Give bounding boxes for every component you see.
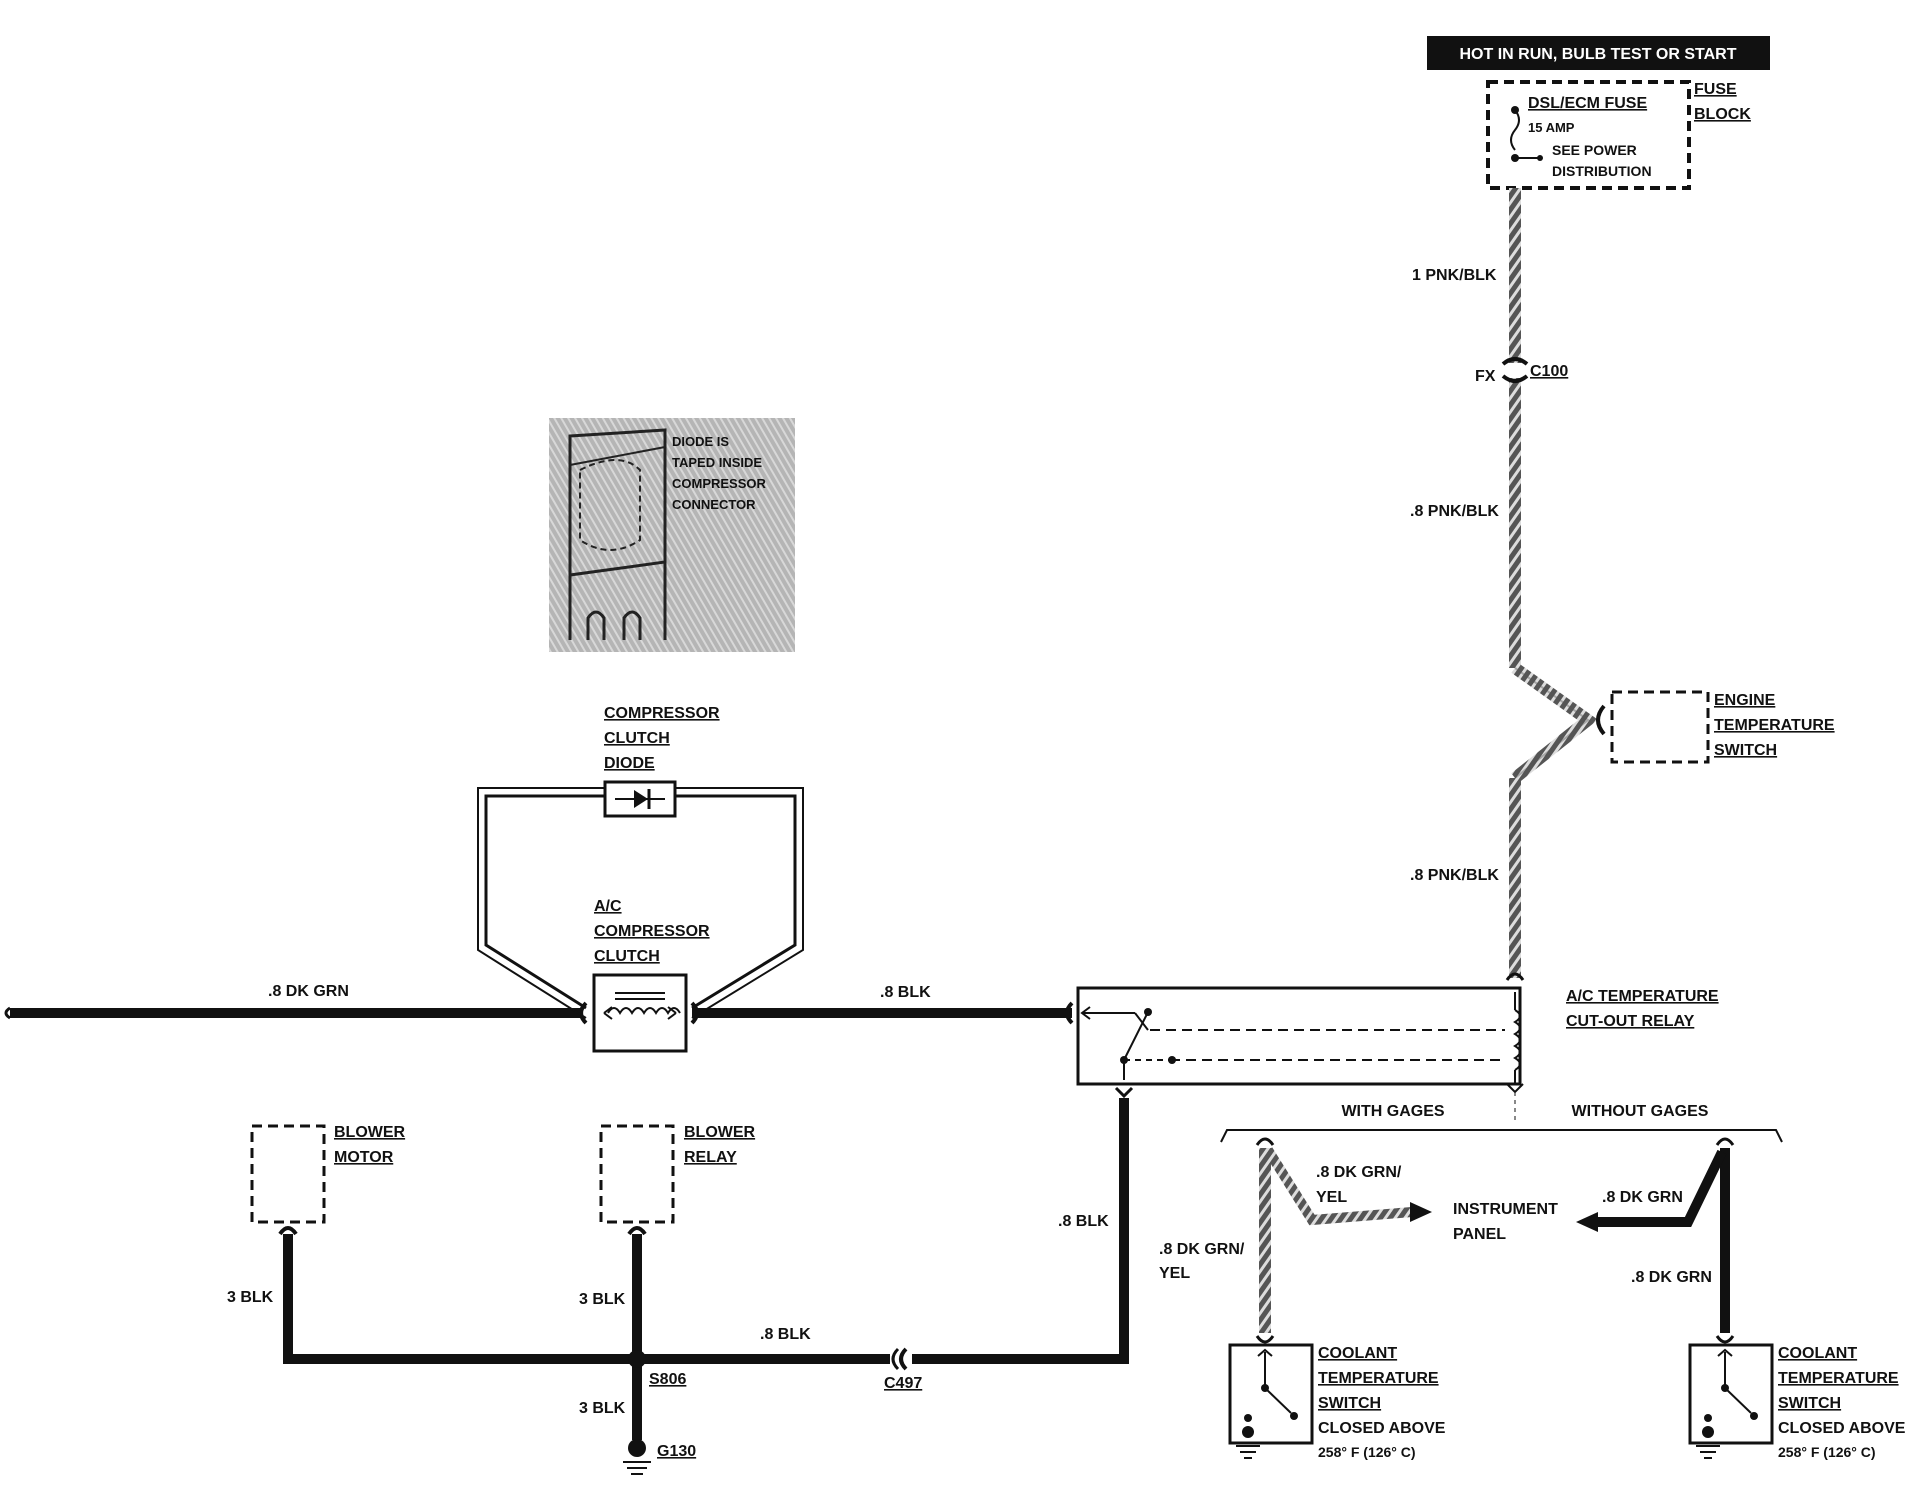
blower-motor-label-2: MOTOR [334,1149,394,1166]
wire-label-blk-c497: .8 BLK [760,1326,811,1343]
wire-label-pnk-blk-upper: .8 PNK/BLK [1410,503,1499,520]
wire-label-blk-ground: 3 BLK [579,1400,626,1417]
splice-s806-label: S806 [649,1371,686,1388]
coolant-right-label-4: CLOSED ABOVE [1778,1420,1906,1437]
compressor-clutch-diode: COMPRESSOR CLUTCH DIODE [477,705,804,1019]
coolant-temp-switch-left: COOLANT TEMPERATURE SWITCH CLOSED ABOVE … [1228,1343,1446,1460]
ac-temperature-cutout-relay: A/C TEMPERATURE CUT-OUT RELAY [1076,972,1719,1094]
fuse-block: DSL/ECM FUSE 15 AMP SEE POWER DISTRIBUTI… [1486,80,1751,190]
coolant-switch-left-contact-icon [1264,1387,1292,1414]
dk-grn-main-wire [4,1006,580,1020]
fuse-element-icon [1510,109,1520,151]
power-source-banner: HOT IN RUN, BULB TEST OR START [1427,36,1770,70]
coolant-right-label-3: SWITCH [1778,1395,1841,1412]
relay-label-2: CUT-OUT RELAY [1566,1013,1695,1030]
coolant-temp-switch-right: COOLANT TEMPERATURE SWITCH CLOSED ABOVE … [1688,1343,1906,1460]
relay-label-1: A/C TEMPERATURE [1566,988,1719,1005]
coolant-switch-right-contact-icon [1724,1387,1752,1414]
relay-switch-arm-icon [1123,1011,1149,1061]
wire-label-pnk-blk-lower: .8 PNK/BLK [1410,867,1499,884]
diode-symbol-icon [634,790,648,808]
connector-c100-label: C100 [1530,363,1568,380]
engine-temperature-switch: ENGINE TEMPERATURE SWITCH [1596,690,1835,764]
dk-grn-wire [1576,1137,1735,1344]
inset-note-3: COMPRESSOR [672,476,767,491]
diode-label-1: COMPRESSOR [604,705,720,722]
coolant-left-label-2: TEMPERATURE [1318,1370,1439,1387]
clutch-label-2: COMPRESSOR [594,923,710,940]
gages-branch-bracket: WITH GAGES WITHOUT GAGES [1220,1092,1783,1143]
coolant-left-label-5: 258° F (126° C) [1318,1444,1416,1460]
ground-g130-icon [623,1461,651,1475]
blower-relay: BLOWER RELAY [599,1124,756,1236]
clutch-label-3: CLUTCH [594,948,660,965]
wire-label-blk-motor: 3 BLK [227,1289,274,1306]
wire-label-dk-grn-panel: .8 DK GRN [1602,1189,1683,1206]
instrument-panel-label-2: PANEL [1453,1226,1506,1243]
relay-coil-icon [1513,1009,1521,1071]
connector-c497-label: C497 [884,1375,922,1392]
blower-relay-label-1: BLOWER [684,1124,756,1141]
diode-label-2: CLUTCH [604,730,670,747]
engine-temp-switch-label-3: SWITCH [1714,742,1777,759]
coolant-left-label-3: SWITCH [1318,1395,1381,1412]
inset-note-4: CONNECTOR [672,497,756,512]
wire-label-dk-grn-yel-switch-1: .8 DK GRN/ [1159,1241,1245,1258]
clutch-coil-icon [607,1007,681,1015]
blower-relay-label-2: RELAY [684,1149,737,1166]
with-gages-label: WITH GAGES [1341,1103,1444,1120]
wire-label-dk-grn-main: .8 DK GRN [268,983,349,1000]
blower-motor: BLOWER MOTOR [250,1124,406,1236]
taped-diode-icon [579,459,641,551]
fuse-block-title-2: BLOCK [1694,106,1751,123]
inset-note-2: TAPED INSIDE [672,455,762,470]
inset-note-1: DIODE IS [672,434,729,449]
fuse-rating: 15 AMP [1528,120,1575,135]
wire-label-blk-relay-down: .8 BLK [1058,1213,1109,1230]
connector-fx-label: FX [1475,368,1496,385]
coolant-right-label-1: COOLANT [1778,1345,1857,1362]
wire-label-1-pnk-blk: 1 PNK/BLK [1412,267,1497,284]
ground-g130-label: G130 [657,1443,696,1460]
wire-label-dk-grn-switch: .8 DK GRN [1631,1269,1712,1286]
engine-temp-switch-label-1: ENGINE [1714,692,1776,709]
coolant-left-label-4: CLOSED ABOVE [1318,1420,1446,1437]
dk-grn-yel-wire [1255,1137,1432,1344]
splice-s806-icon [628,1350,646,1368]
coolant-right-label-5: 258° F (126° C) [1778,1444,1876,1460]
without-gages-label: WITHOUT GAGES [1572,1103,1709,1120]
instrument-panel-label-1: INSTRUMENT [1453,1201,1558,1218]
fuse-name: DSL/ECM FUSE [1528,95,1647,112]
coolant-left-label-1: COOLANT [1318,1345,1397,1362]
connector-c100: FX C100 [1475,357,1568,385]
pnk-blk-feed-wire [1509,188,1598,978]
fuse-note-line1: SEE POWER [1552,142,1637,158]
coolant-right-label-2: TEMPERATURE [1778,1370,1899,1387]
engine-temp-switch-label-2: TEMPERATURE [1714,717,1835,734]
blower-motor-label-1: BLOWER [334,1124,406,1141]
wire-label-blk-clutch: .8 BLK [880,984,931,1001]
wire-label-blk-relay: 3 BLK [579,1291,626,1308]
clutch-label-1: A/C [594,898,622,915]
diode-label-3: DIODE [604,755,655,772]
blk-relay-ground-wire [636,1086,1134,1371]
fuse-block-title-1: FUSE [1694,81,1737,98]
ac-compressor-clutch: A/C COMPRESSOR CLUTCH [579,898,710,1053]
ground-bus-wire [283,1234,651,1475]
wire-label-dk-grn-yel-switch-2: YEL [1159,1265,1190,1282]
power-source-label: HOT IN RUN, BULB TEST OR START [1459,46,1736,63]
diode-connector-inset: DIODE IS TAPED INSIDE COMPRESSOR CONNECT… [549,418,795,652]
wire-label-dk-grn-yel-panel-2: YEL [1316,1189,1347,1206]
wire-label-dk-grn-yel-panel-1: .8 DK GRN/ [1316,1164,1402,1181]
fuse-note-line2: DISTRIBUTION [1552,163,1652,179]
